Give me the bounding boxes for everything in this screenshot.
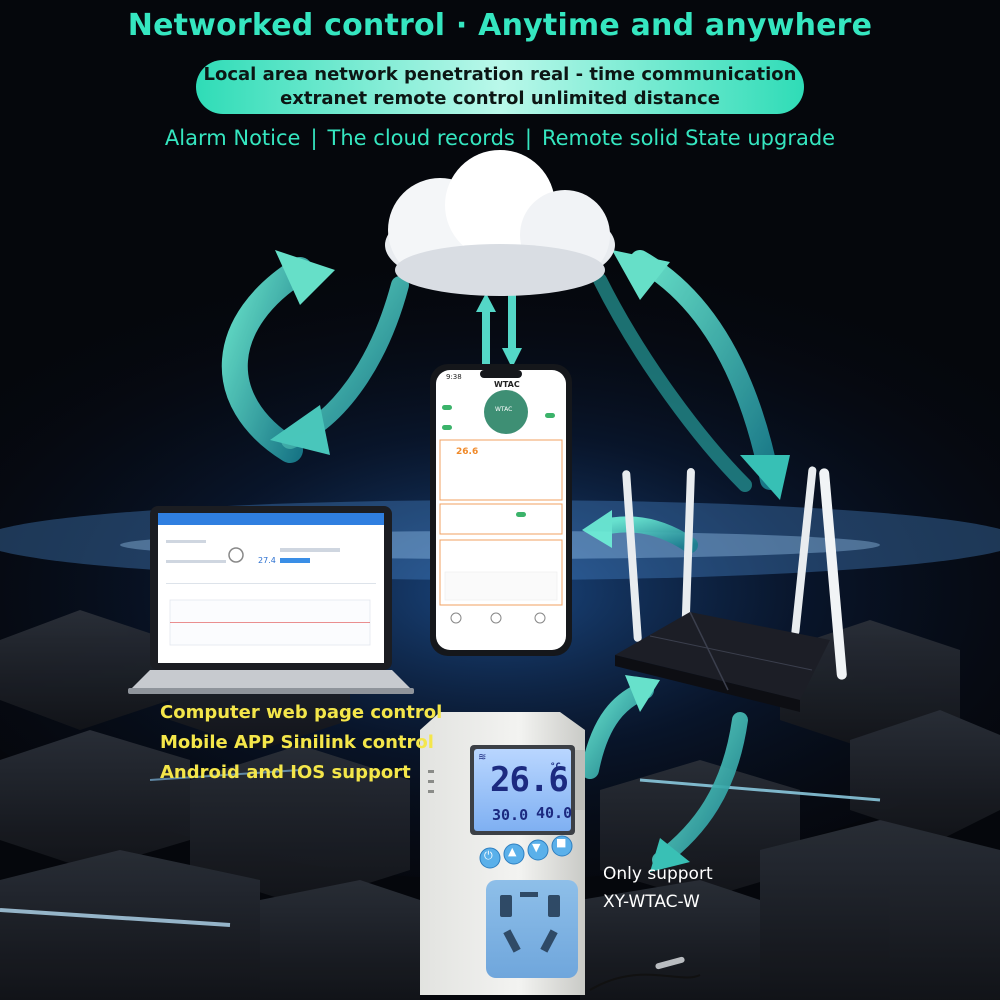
feature-alarm-notice: Alarm Notice [164, 126, 301, 150]
lcd-high-value: 40.0 [536, 804, 573, 822]
info-pill [196, 60, 804, 114]
up-arrow-icon[interactable]: ▲ [508, 845, 517, 858]
feature-separator: | [310, 126, 318, 150]
lcd-low-value: 30.0 [492, 806, 529, 824]
caption-only-support: Only support [603, 864, 713, 884]
router-icon [615, 466, 847, 712]
lcd-temperature: 26.6 [490, 760, 569, 800]
arrow-device-router [581, 675, 748, 872]
cloud-icon [385, 150, 615, 296]
down-arrow-icon[interactable]: ▼ [532, 841, 541, 854]
power-icon[interactable]: ⏻ [484, 849, 493, 862]
wifi-icon: ≋ [478, 752, 487, 763]
caption-web-control: Computer web page control [160, 702, 443, 723]
phone-app-title: WTAC [494, 380, 520, 389]
feature-separator: | [524, 126, 532, 150]
arrow-cloud-to-router [593, 250, 790, 500]
caption-app-control: Mobile APP Sinilink control [160, 732, 434, 753]
page-title: Networked control · Anytime and anywhere [127, 8, 873, 43]
laptop-temperature: 27.4 [258, 556, 276, 565]
caption-os-support: Android and IOS support [160, 762, 411, 783]
laptop [128, 506, 414, 694]
arrow-cloud-to-laptop [221, 250, 409, 463]
feature-remote-upgrade: Remote solid State upgrade [541, 126, 836, 150]
phone-temperature: 26.6 [456, 447, 479, 457]
pill-line-2: extranet remote control unlimited distan… [280, 88, 720, 109]
feature-cloud-records: The cloud records [327, 126, 515, 150]
phone-badge: WTAC [495, 406, 513, 413]
phone [430, 364, 572, 656]
arrow-cloud-phone [476, 293, 522, 368]
menu-icon[interactable]: ■ [556, 836, 567, 849]
caption-model-name: XY-WTAC-W [603, 892, 700, 912]
smart-socket-device [420, 712, 585, 995]
phone-time: 9:38 [446, 373, 462, 381]
feature-list: Alarm Notice | The cloud records | Remote so… [0, 126, 1000, 150]
arrow-router-to-phone [582, 510, 698, 553]
button-row [479, 835, 573, 869]
pill-line-1: Local area network penetration real - ti… [203, 64, 797, 85]
lcd-unit: °C [550, 762, 561, 772]
